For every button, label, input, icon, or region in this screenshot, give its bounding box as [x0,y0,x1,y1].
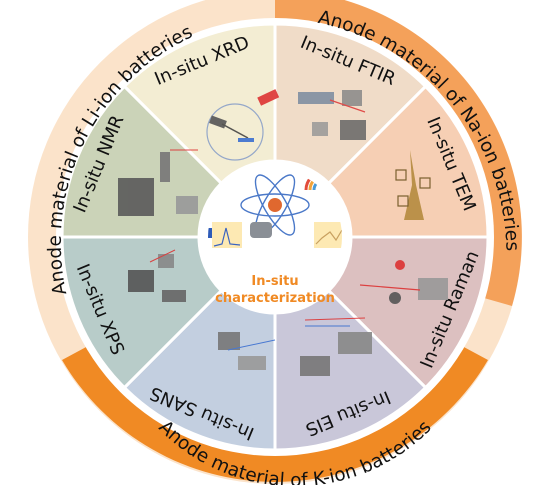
center-illustration [208,170,342,304]
center-title-line1: In-situ [251,274,298,289]
eis-instrument-illustration [300,317,372,376]
center-title-line2: characterization [215,291,335,306]
segment-xps [60,235,224,390]
segment-xrd [122,22,277,186]
segment-eis [273,288,428,452]
segment-sans [122,288,277,452]
nmr-instrument-illustration [118,149,198,216]
segment-tem [326,84,490,239]
outer-ring-na-arc [275,0,522,306]
segment-raman [326,235,490,390]
sans-instrument-illustration [218,332,276,370]
raman-instrument-illustration [359,260,448,304]
outer-ring-k-arc [62,346,488,482]
tem-instrument-illustration [395,150,431,220]
ftir-instrument-illustration [298,90,366,140]
xrd-instrument-illustration [206,89,280,161]
xps-instrument-illustration [128,249,186,302]
